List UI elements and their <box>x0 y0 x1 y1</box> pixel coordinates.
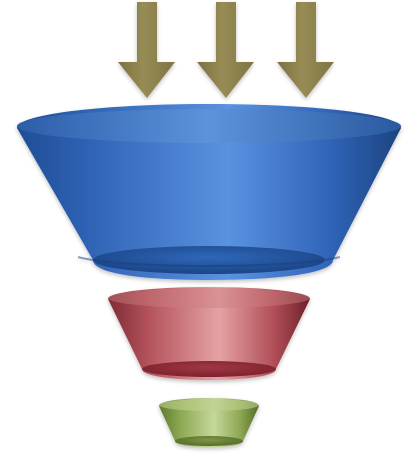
funnel-stage-middle <box>108 287 310 380</box>
arrow-left <box>118 2 175 98</box>
arrow-right <box>277 2 334 98</box>
funnel-stage-bottom <box>159 398 259 447</box>
arrow-middle <box>197 2 254 98</box>
funnel-stage-top <box>17 104 401 280</box>
